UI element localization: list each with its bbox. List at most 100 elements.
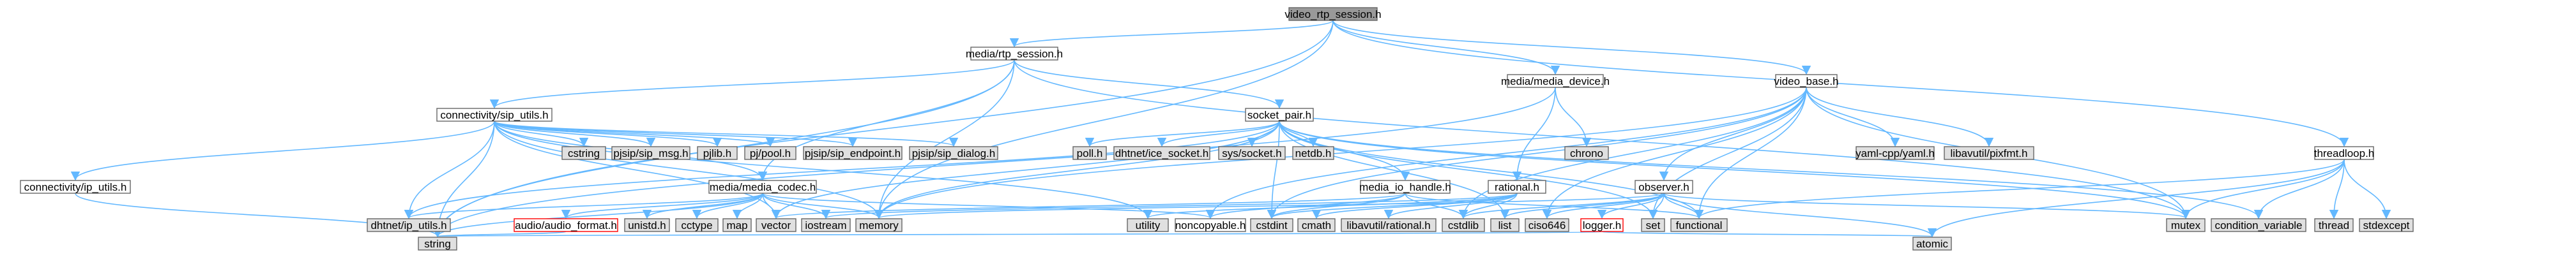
node-netdb: netdb.h (1292, 146, 1334, 160)
node-noncopyable[interactable]: noncopyable.h (1175, 218, 1246, 232)
node-label: set (1646, 219, 1661, 231)
node-utility: utility (1127, 218, 1169, 232)
node-box (1641, 218, 1665, 232)
node-label: map (726, 219, 747, 231)
edge-sip_utils-to-pjsip_endpoint (494, 121, 857, 147)
node-label: mutex (2171, 219, 2201, 231)
node-set: set (1641, 218, 1665, 232)
edge-video_base-to-observer (1659, 87, 1807, 181)
node-label: cstdlib (1448, 219, 1479, 231)
node-label: cctype (681, 219, 712, 231)
edge-rational-to-utility (1143, 193, 1518, 219)
node-list: list (1490, 218, 1520, 232)
node-audio-format[interactable]: audio/audio_format.h (514, 218, 618, 232)
node-box (2166, 218, 2206, 232)
node-label: observer.h (1638, 181, 1689, 193)
node-box (611, 146, 690, 160)
edge-media_rtp_session-to-memory (874, 59, 1015, 219)
edge-sip_utils-to-pj_pool (494, 121, 775, 147)
node-box (1635, 180, 1693, 194)
node-box (1341, 218, 1437, 232)
node-sip-utils[interactable]: connectivity/sip_utils.h (436, 108, 553, 122)
node-box (708, 180, 817, 194)
node-label: rational.h (1495, 181, 1539, 193)
node-label: media/media_codec.h (710, 181, 816, 193)
node-video-rtp-session: video_rtp_session.h (1284, 7, 1382, 21)
node-observer[interactable]: observer.h (1635, 180, 1693, 194)
edge-media_codec-to-memory (762, 193, 884, 219)
node-label: cstring (568, 147, 600, 159)
edge-media_device-to-rational (1512, 87, 1556, 181)
node-box (1113, 146, 1210, 160)
edge-sip_utils-to-cstring (494, 121, 589, 147)
node-media-rtp-session[interactable]: media/rtp_session.h (966, 47, 1063, 61)
node-box (1490, 218, 1520, 232)
edge-video_base-to-pixfmt (1806, 87, 1994, 147)
edge-threadloop-to-stdexcept (2344, 159, 2391, 219)
node-label: stdexcept (2363, 219, 2410, 231)
node-box (367, 218, 451, 232)
node-socket-pair[interactable]: socket_pair.h (1245, 108, 1314, 122)
edge-video_rtp_session-to-media_device (1332, 20, 1560, 75)
edge-observer-to-ciso646 (1542, 193, 1665, 219)
node-cstring: cstring (561, 146, 606, 160)
edge-media_codec-to-cctype (692, 193, 763, 219)
edge-socket_pair-to-condition_variable (1279, 121, 2263, 219)
edge-media_codec-to-noncopyable (762, 193, 1215, 219)
edge-rational-to-cmath (1312, 193, 1518, 219)
edge-sip_utils-to-pjsip_dialog (494, 121, 958, 147)
node-label: utility (1136, 219, 1161, 231)
node-label: memory (859, 219, 899, 231)
node-label: cmath (1302, 219, 1331, 231)
edge-layer (70, 20, 2391, 238)
edge-socket_pair-to-cstdint (1267, 121, 1280, 219)
node-box (418, 237, 457, 251)
edge-video_base-to-ciso646 (1542, 87, 1807, 219)
node-ice-socket: dhtnet/ice_socket.h (1113, 146, 1210, 160)
node-memory: memory (855, 218, 903, 232)
node-box (722, 218, 752, 232)
node-label: pjsip/sip_msg.h (613, 147, 688, 159)
node-media-device[interactable]: media/media_device.h (1501, 74, 1610, 88)
node-box (1856, 146, 1935, 160)
node-box (675, 218, 719, 232)
edge-sip_utils-to-string (432, 121, 495, 238)
edge-video_rtp_session-to-media_rtp_session (1010, 20, 1334, 48)
edge-threadloop-to-condition_variable (2253, 159, 2345, 219)
node-box (801, 218, 851, 232)
node-media-codec[interactable]: media/media_codec.h (708, 180, 817, 194)
node-logger[interactable]: logger.h (1580, 218, 1624, 232)
node-box (1250, 218, 1293, 232)
node-string: string (418, 237, 457, 251)
edge-logger-to-atomic (1601, 228, 1936, 238)
node-label: video_base.h (1774, 75, 1838, 87)
edge-socket_pair-to-ice_socket (1157, 121, 1280, 147)
node-box (1292, 146, 1334, 160)
edge-media_codec-to-string (432, 193, 763, 238)
node-label: cstdint (1256, 219, 1287, 231)
node-label: noncopyable.h (1175, 219, 1246, 231)
node-label: pjsip/sip_endpoint.h (805, 147, 901, 159)
node-video-base[interactable]: video_base.h (1774, 74, 1839, 88)
node-label: media_io_handle.h (1359, 181, 1451, 193)
node-functional: functional (1670, 218, 1728, 232)
node-rational[interactable]: rational.h (1488, 180, 1546, 194)
node-box (1442, 218, 1485, 232)
node-media-io-handle[interactable]: media_io_handle.h (1359, 180, 1451, 194)
node-label: pjsip/sip_dialog.h (912, 147, 995, 159)
edge-media_rtp_session-to-mutex (1014, 59, 2191, 219)
node-dhtnet-ip-utils: dhtnet/ip_utils.h (367, 218, 451, 232)
node-label: libavutil/pixfmt.h (1951, 147, 2028, 159)
edge-sip_utils-to-ip_utils (70, 121, 495, 181)
node-sys-socket: sys/socket.h (1218, 146, 1286, 160)
edge-socket_pair-to-list (1279, 121, 1510, 219)
node-box (1564, 146, 1609, 160)
node-ip-utils[interactable]: connectivity/ip_utils.h (20, 180, 131, 194)
node-cmath: cmath (1297, 218, 1336, 232)
node-poll: poll.h (1072, 146, 1107, 160)
edge-media_rtp_session-to-socket_pair (1014, 59, 1284, 109)
edge-sip_utils-to-pjlib (494, 121, 722, 147)
edge-media_rtp_session-to-sip_utils (490, 59, 1015, 109)
node-threadloop[interactable]: threadloop.h (2314, 146, 2375, 160)
node-label: ciso646 (1528, 219, 1566, 231)
